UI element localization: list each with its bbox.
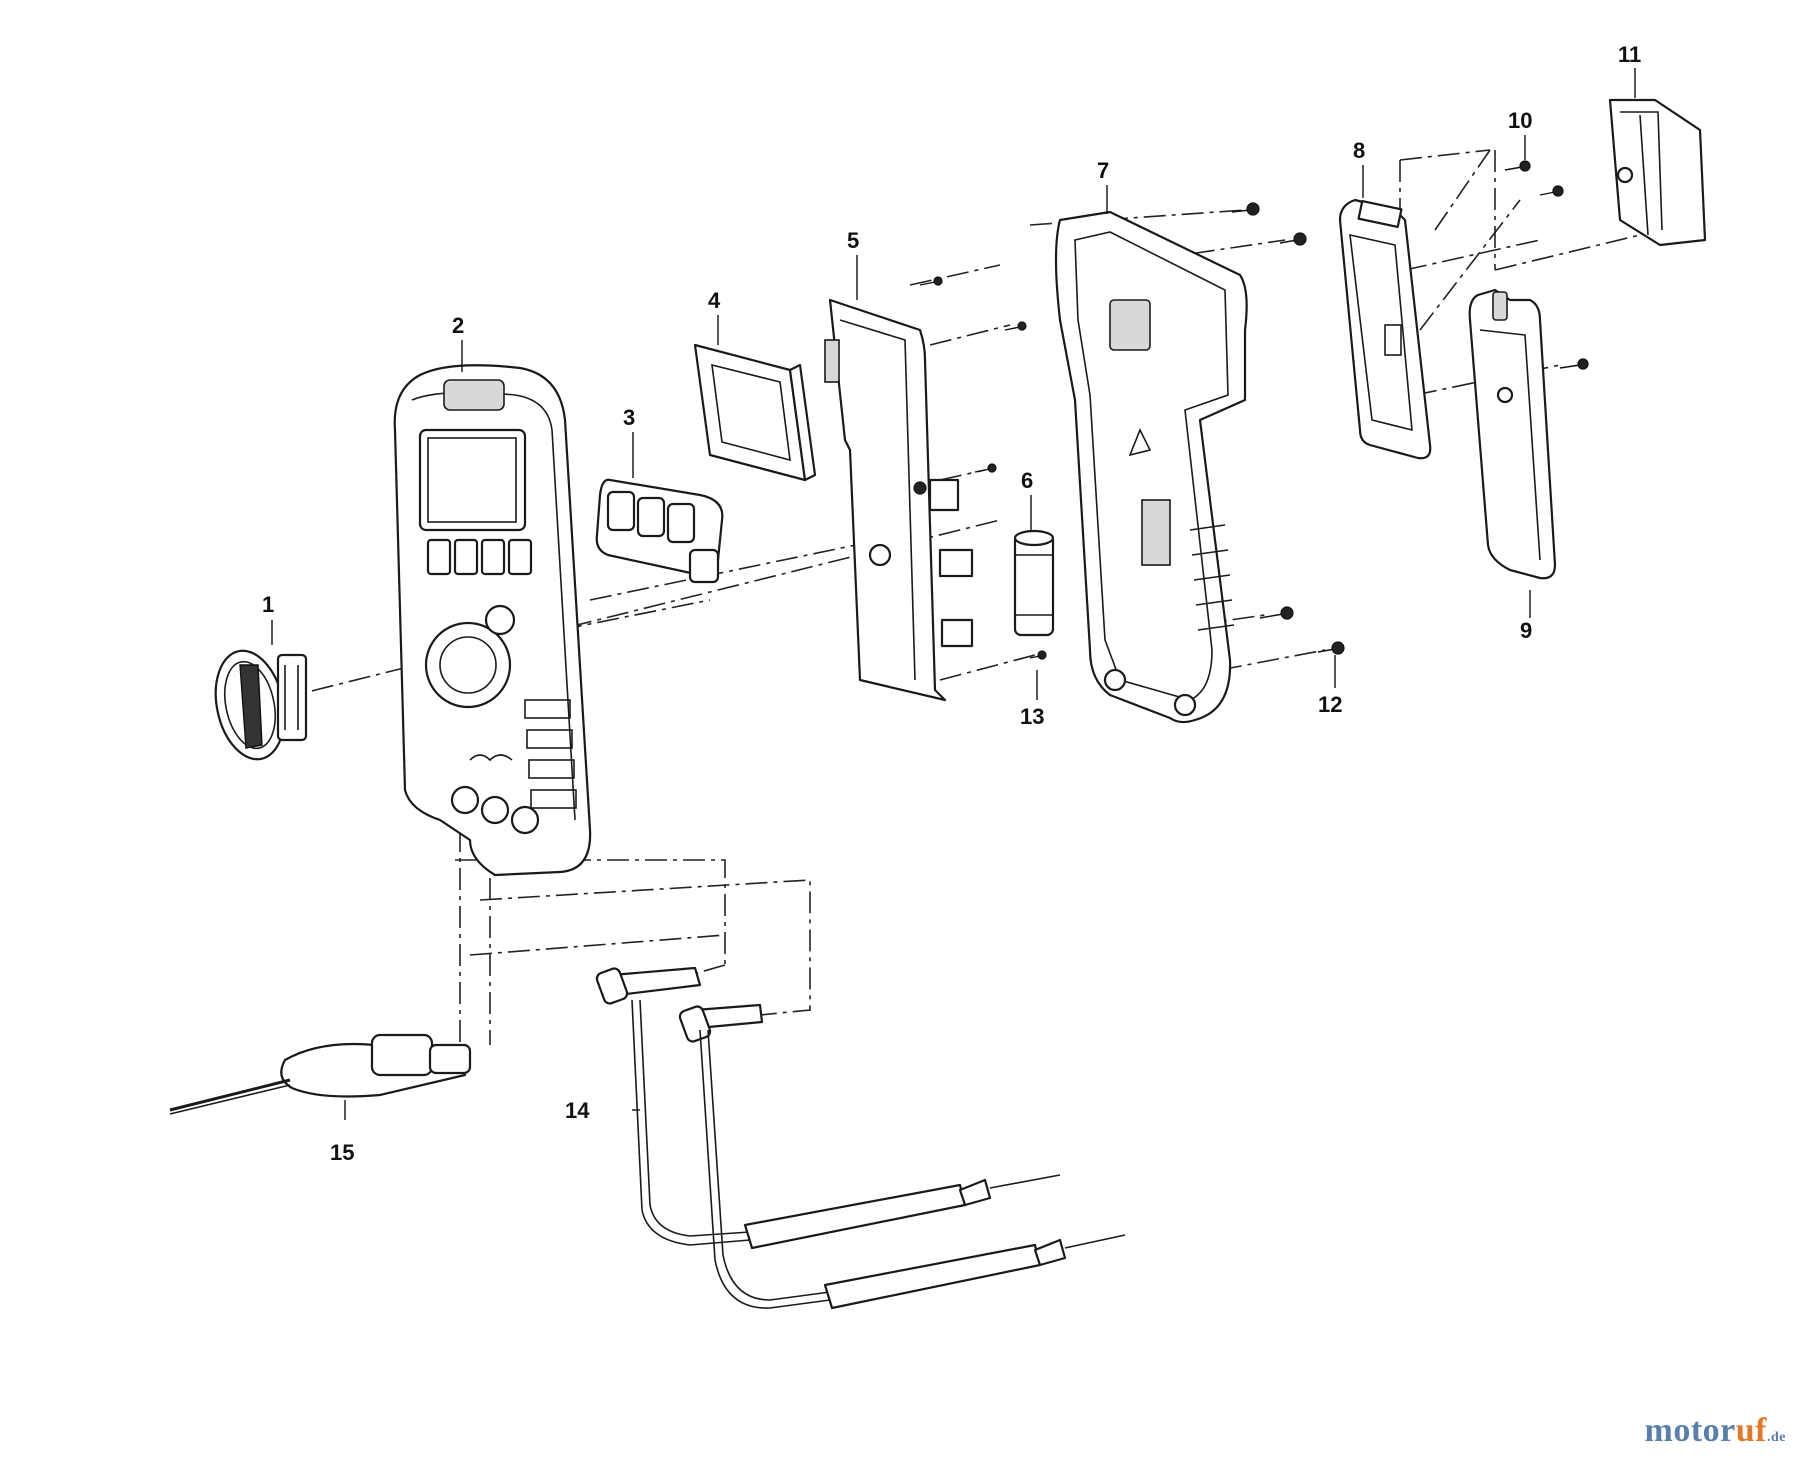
part-6-fuse [1013,529,1055,637]
screw [974,463,997,473]
screw [1317,641,1345,655]
part-2-front-housing [393,364,592,877]
callout-11: 11 [1618,42,1641,67]
part-15-temperature-probe [169,1033,472,1115]
callout-labels: 1 2 3 4 5 6 7 8 9 10 11 12 13 14 15 [262,42,1641,1165]
callout-15: 15 [330,1140,354,1165]
callout-leaders [271,68,1636,1120]
screw [1259,606,1294,620]
screw [1539,185,1564,197]
part-8-battery-cover [1338,198,1432,460]
watermark-main: motor [1644,1412,1736,1449]
callout-10: 10 [1508,108,1532,133]
watermark-logo: motoruf.de [1645,1412,1786,1450]
screw [1279,232,1307,246]
callout-1: 1 [262,592,274,617]
screw [1029,650,1047,660]
callout-13: 13 [1020,704,1044,729]
screws [919,160,1589,660]
callout-4: 4 [708,288,721,313]
part-7-rear-housing [1054,210,1248,724]
part-4-lcd-display [693,343,817,482]
screw [1004,321,1027,331]
part-1-rotary-knob [214,649,308,761]
callout-14: 14 [565,1098,590,1123]
part-5-circuit-board [824,298,974,702]
callout-2: 2 [452,313,464,338]
input-jacks [450,785,540,835]
part-14-test-leads [595,966,1126,1310]
part-11-clip [1608,98,1707,247]
screw [1504,160,1531,172]
screw [1231,202,1260,216]
watermark-accent: uf [1735,1412,1767,1449]
watermark-tld: .de [1767,1430,1786,1445]
rear-grip-ribs [1189,524,1235,631]
callout-6: 6 [1021,468,1033,493]
callout-9: 9 [1520,618,1532,643]
callout-5: 5 [847,228,859,253]
screw [1559,358,1589,370]
screw [919,276,943,286]
callout-8: 8 [1353,138,1365,163]
callout-3: 3 [623,405,635,430]
part-3-keypad [595,478,724,584]
function-buttons [426,538,533,576]
callout-7: 7 [1097,158,1109,183]
side-grip-ribs [524,699,577,809]
callout-12: 12 [1318,692,1342,717]
part-9-tilt-stand [1468,288,1557,580]
